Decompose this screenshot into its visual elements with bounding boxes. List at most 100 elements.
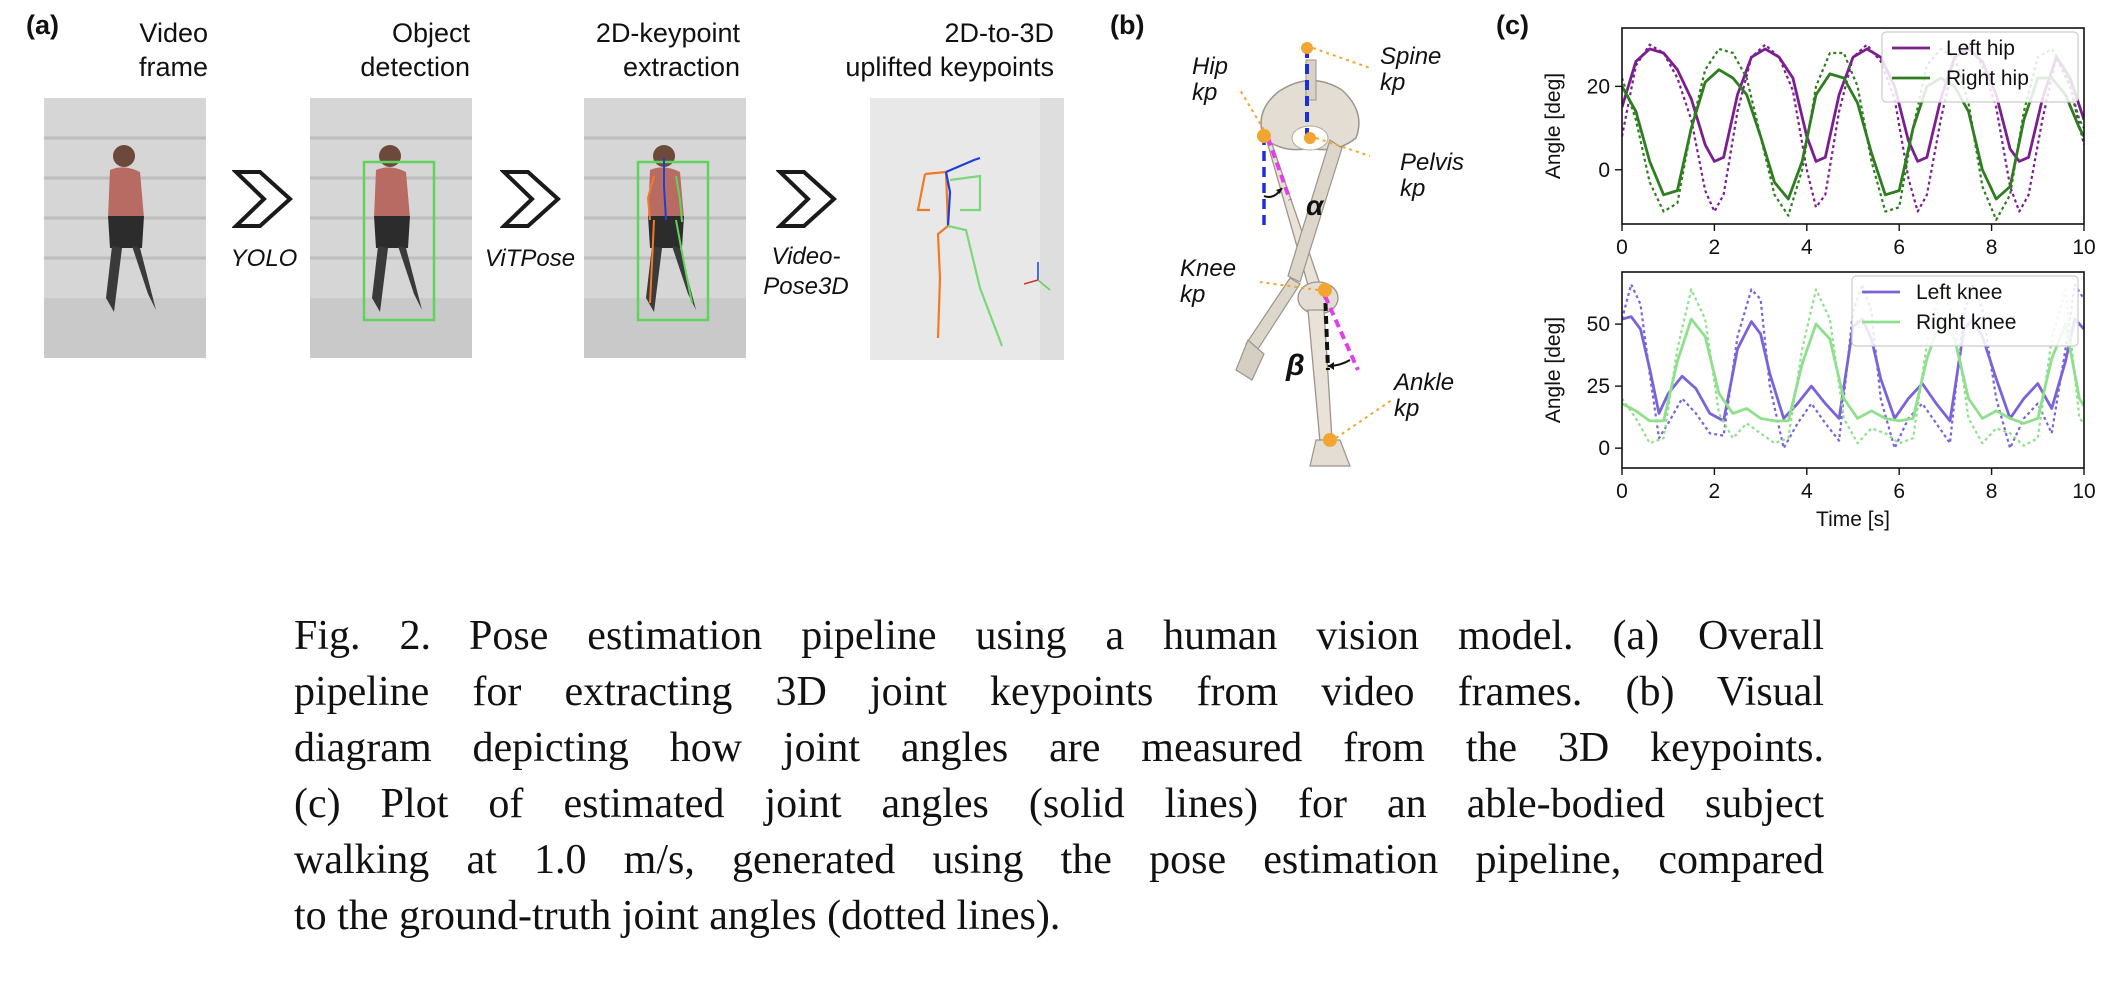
keypoint-extraction-image: [584, 98, 746, 358]
x-tick-label: 4: [1801, 236, 1813, 259]
arrow-label-line1: ViTPose: [484, 245, 576, 272]
plot-frame: [1621, 27, 2085, 225]
kp-label-line2: kp: [1192, 79, 1218, 106]
arrow-label-line1: Video-: [771, 243, 841, 270]
x-tick-label: 0: [1616, 480, 1628, 503]
chevron-arrow-icon: [776, 170, 837, 228]
object-detection-image: [310, 98, 472, 358]
arrow-label-vitpose: ViTPose: [470, 244, 590, 274]
plot-frame: [1621, 271, 2085, 469]
y-axis-label: Angle [deg]: [1542, 317, 1565, 423]
knee-thigh-extension-line: [1323, 295, 1360, 371]
kp-label-line1: Hip: [1192, 53, 1229, 80]
hip-kp-label: Hip kp: [1192, 54, 1228, 106]
legend-label: Right hip: [1946, 67, 2029, 90]
ankle-keypoint: [1323, 433, 1337, 447]
spine-kp-label: Spine kp: [1380, 44, 1441, 96]
3d-skeleton: [916, 156, 1004, 347]
legend-label: Left hip: [1946, 37, 2015, 60]
caption-line: walking at 1.0 m/s, generated using the …: [294, 837, 1824, 883]
series-line-left-hip-ground-truth: [1622, 43, 2084, 213]
caption-line: Fig. 2.Pose estimation pipeline using a …: [294, 608, 1824, 664]
panel-b-label: (b): [1110, 10, 1145, 40]
y-tick-label: 50: [1587, 313, 1610, 336]
series-line-right-hip: [1622, 68, 2084, 201]
bounding-box: [362, 160, 436, 322]
kp-label-line1: Pelvis: [1400, 149, 1465, 176]
knee-kp-label: Knee kp: [1180, 256, 1236, 308]
stage-title-line2: frame: [138, 52, 208, 82]
kp-label-line2: kp: [1180, 281, 1206, 308]
y-tick-label: 0: [1598, 437, 1610, 460]
x-tick-label: 8: [1986, 480, 1998, 503]
x-tick-label: 8: [1986, 236, 1998, 259]
figure-caption: Fig. 2.Pose estimation pipeline using a …: [294, 608, 1824, 944]
chevron-arrow-icon: [232, 170, 293, 228]
skeleton-diagram: α β: [1235, 42, 1393, 467]
caption-line: to the ground-truth joint angles (dotted…: [294, 893, 1061, 939]
beta-symbol: β: [1285, 349, 1305, 382]
thigh-line: [1266, 137, 1292, 201]
kp-label-line2: kp: [1400, 175, 1426, 202]
stage-title-2d-keypoint-extraction: 2D-keypoint extraction: [560, 16, 740, 84]
stage-title-line1: 2D-keypoint: [595, 18, 740, 48]
axes-gizmo-icon: [1023, 262, 1051, 291]
pelvis-keypoint: [1304, 132, 1316, 144]
x-tick-label: 4: [1801, 480, 1813, 503]
x-tick-label: 10: [2072, 480, 2095, 503]
2d-skeleton: [646, 158, 693, 304]
chevron-arrow-icon: [500, 170, 561, 228]
stage-title-video-frame: Video frame: [100, 16, 208, 84]
hip-keypoint: [1257, 129, 1271, 143]
x-tick-label: 0: [1616, 236, 1628, 259]
arrow-label-yolo: YOLO: [214, 244, 314, 274]
arrow-label-line1: YOLO: [230, 245, 298, 272]
legend-box: [1851, 275, 2079, 347]
knee-keypoint: [1318, 283, 1332, 297]
alpha-symbol: α: [1306, 190, 1325, 221]
uplifted-3d-keypoints-image: [870, 98, 1064, 360]
caption-line: (c) Plot of estimated joint angles (soli…: [294, 781, 1824, 827]
stage-title-line1: 2D-to-3D: [944, 18, 1054, 48]
kp-label-line1: Ankle: [1394, 369, 1455, 396]
kp-label-line1: Knee: [1180, 255, 1237, 282]
stage-title-line2: detection: [360, 52, 470, 82]
series-line-left-hip: [1622, 47, 2084, 163]
kp-label-line1: Spine: [1380, 43, 1442, 70]
stage-title-2d-to-3d: 2D-to-3D uplifted keypoints: [800, 16, 1054, 84]
video-frame-image: [44, 98, 206, 358]
legend-box: [1881, 31, 2079, 103]
stage-title-object-detection: Object detection: [320, 16, 470, 84]
pelvis-kp-label: Pelvis kp: [1400, 150, 1464, 202]
stage-title-line1: Object: [391, 18, 470, 48]
x-tick-label: 6: [1893, 480, 1905, 503]
stage-title-line2: extraction: [622, 52, 740, 82]
y-tick-label: 0: [1598, 159, 1610, 182]
y-tick-label: 20: [1587, 75, 1610, 98]
shank-line: [1323, 289, 1330, 371]
x-tick-label: 6: [1893, 236, 1905, 259]
x-tick-label: 2: [1709, 480, 1721, 503]
legend-label: Left knee: [1916, 281, 2002, 304]
caption-text: Pose estimation pipeline using a human v…: [469, 613, 1824, 659]
caption-line: diagram depicting how joint angles are m…: [294, 725, 1824, 771]
y-tick-label: 25: [1587, 375, 1610, 398]
stage-title-line2: uplifted keypoints: [845, 52, 1054, 82]
ankle-kp-label: Ankle kp: [1394, 370, 1454, 422]
x-tick-label: 10: [2072, 236, 2095, 259]
series-line-right-knee-ground-truth: [1622, 285, 2084, 447]
x-axis-label: Time [s]: [1816, 508, 1890, 531]
spine-keypoint: [1301, 42, 1313, 54]
caption-line: pipeline for extracting 3D joint keypoin…: [294, 669, 1824, 715]
legend-label: Right knee: [1916, 311, 2016, 334]
y-axis-label: Angle [deg]: [1542, 73, 1565, 179]
stage-title-line1: Video: [139, 18, 208, 48]
kp-label-line2: kp: [1394, 395, 1420, 422]
series-line-right-knee: [1622, 317, 2084, 425]
arrow-label-videopose3d: Video- Pose3D: [756, 242, 856, 302]
x-tick-label: 2: [1709, 236, 1721, 259]
panel-a-label: (a): [26, 10, 59, 40]
arrow-label-line2: Pose3D: [763, 273, 849, 300]
kp-label-line2: kp: [1380, 69, 1406, 96]
